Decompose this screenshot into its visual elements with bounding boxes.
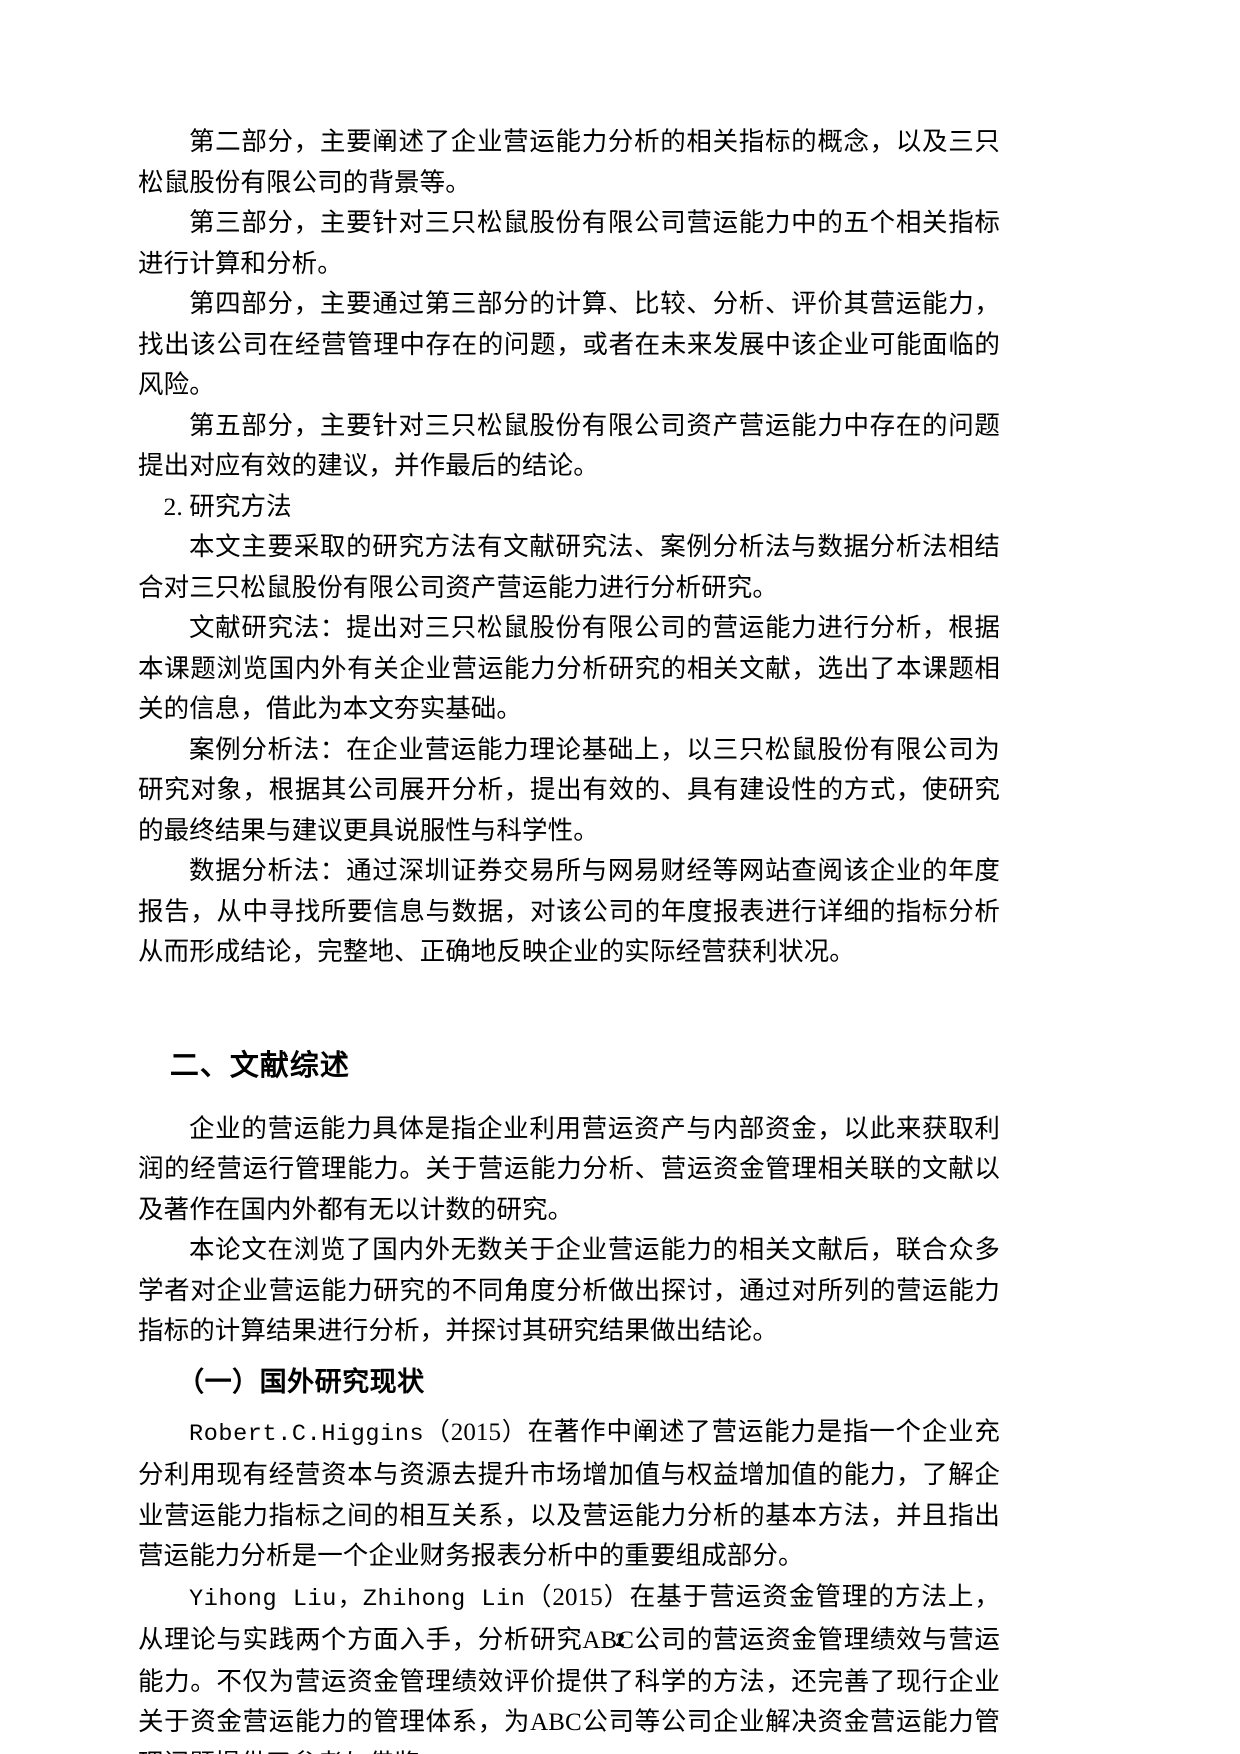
paragraph-methods-overview: 本文主要采取的研究方法有文献研究法、案例分析法与数据分析法相结合对三只松鼠股份有… — [138, 532, 1000, 602]
citation-liu-lin: Yihong Liu，Zhihong Lin（2015）在基于营运资金管理的方法… — [138, 1577, 1000, 1754]
citation-liu-lin-text-1: 在基于营运资金管理的方法上，从理论与实践两个方面入手，分析研究 — [138, 1581, 1000, 1655]
paragraph-data-method: 数据分析法：通过深圳证券交易所与网易财经等网站查阅该企业的年度报告，从中寻找所要… — [138, 856, 1000, 966]
citation-higgins-author: Robert.C.Higgins — [189, 1420, 425, 1448]
paragraph-thesis-overview: 本论文在浏览了国内外无数关于企业营运能力的相关文献后，联合众多学者对企业营运能力… — [138, 1235, 1000, 1345]
citation-higgins-text: 在著作中阐述了营运能力是指一个企业充分利用现有经营资本与资源去提升市场增加值与权… — [138, 1416, 1000, 1571]
citation-higgins-year: （2015） — [424, 1418, 528, 1446]
citation-higgins: Robert.C.Higgins（2015）在著作中阐述了营运能力是指一个企业充… — [138, 1412, 1000, 1577]
citation-liu-lin-term-abc-1: ABC — [582, 1627, 635, 1654]
section-spacer-bottom — [138, 1087, 1000, 1109]
paragraph-literature-method: 文献研究法：提出对三只松鼠股份有限公司的营运能力进行分析，根据本课题浏览国内外有… — [138, 613, 1000, 723]
citation-liu-lin-term-abc-2: ABC — [530, 1709, 582, 1736]
citation-liu-lin-text-2: 公司的营运资金管理绩效与营运能力。不仅为营运资金管理绩效评价提供了科学的方法，还… — [138, 1625, 1000, 1736]
sub-heading-foreign-research-status: （一）国外研究现状 — [177, 1366, 425, 1398]
subsection-heading-research-methods: 2. 研究方法 — [163, 491, 292, 521]
paragraph-case-method: 案例分析法：在企业营运能力理论基础上，以三只松鼠股份有限公司为研究对象，根据其公… — [138, 734, 1000, 845]
paragraph-part-two: 第二部分，主要阐述了企业营运能力分析的相关指标的概念，以及三只松鼠股份有限公司的… — [138, 127, 1000, 197]
page-number: 2 — [615, 1630, 625, 1651]
paragraph-part-three: 第三部分，主要针对三只松鼠股份有限公司营运能力中的五个相关指标进行计算和分析。 — [138, 208, 1000, 278]
paragraph-operating-capacity-definition: 企业的营运能力具体是指企业利用营运资产与内部资金，以此来获取利润的经营运行管理能… — [138, 1113, 1000, 1224]
paragraph-part-five: 第五部分，主要针对三只松鼠股份有限公司资产营运能力中存在的问题提出对应有效的建议… — [138, 410, 1000, 481]
citation-liu-lin-text-3: 公司等公司企业解决资金营运能力管理问题提供了参考与借鉴。 — [138, 1707, 1000, 1754]
subheading-spacer-bottom — [138, 1404, 1000, 1412]
subheading-spacer-top — [138, 1352, 1000, 1362]
section-spacer-top — [138, 973, 1000, 1043]
paragraph-part-four: 第四部分，主要通过第三部分的计算、比较、分析、评价其营运能力，找出该公司在经营管… — [138, 289, 1000, 399]
page-content: 第二部分，主要阐述了企业营运能力分析的相关指标的概念，以及三只松鼠股份有限公司的… — [138, 122, 1000, 1754]
citation-liu-lin-year: （2015） — [525, 1583, 630, 1611]
section-heading-literature-review: 二、文献综述 — [169, 1047, 350, 1082]
citation-liu-lin-author: Yihong Liu，Zhihong Lin — [189, 1585, 526, 1613]
